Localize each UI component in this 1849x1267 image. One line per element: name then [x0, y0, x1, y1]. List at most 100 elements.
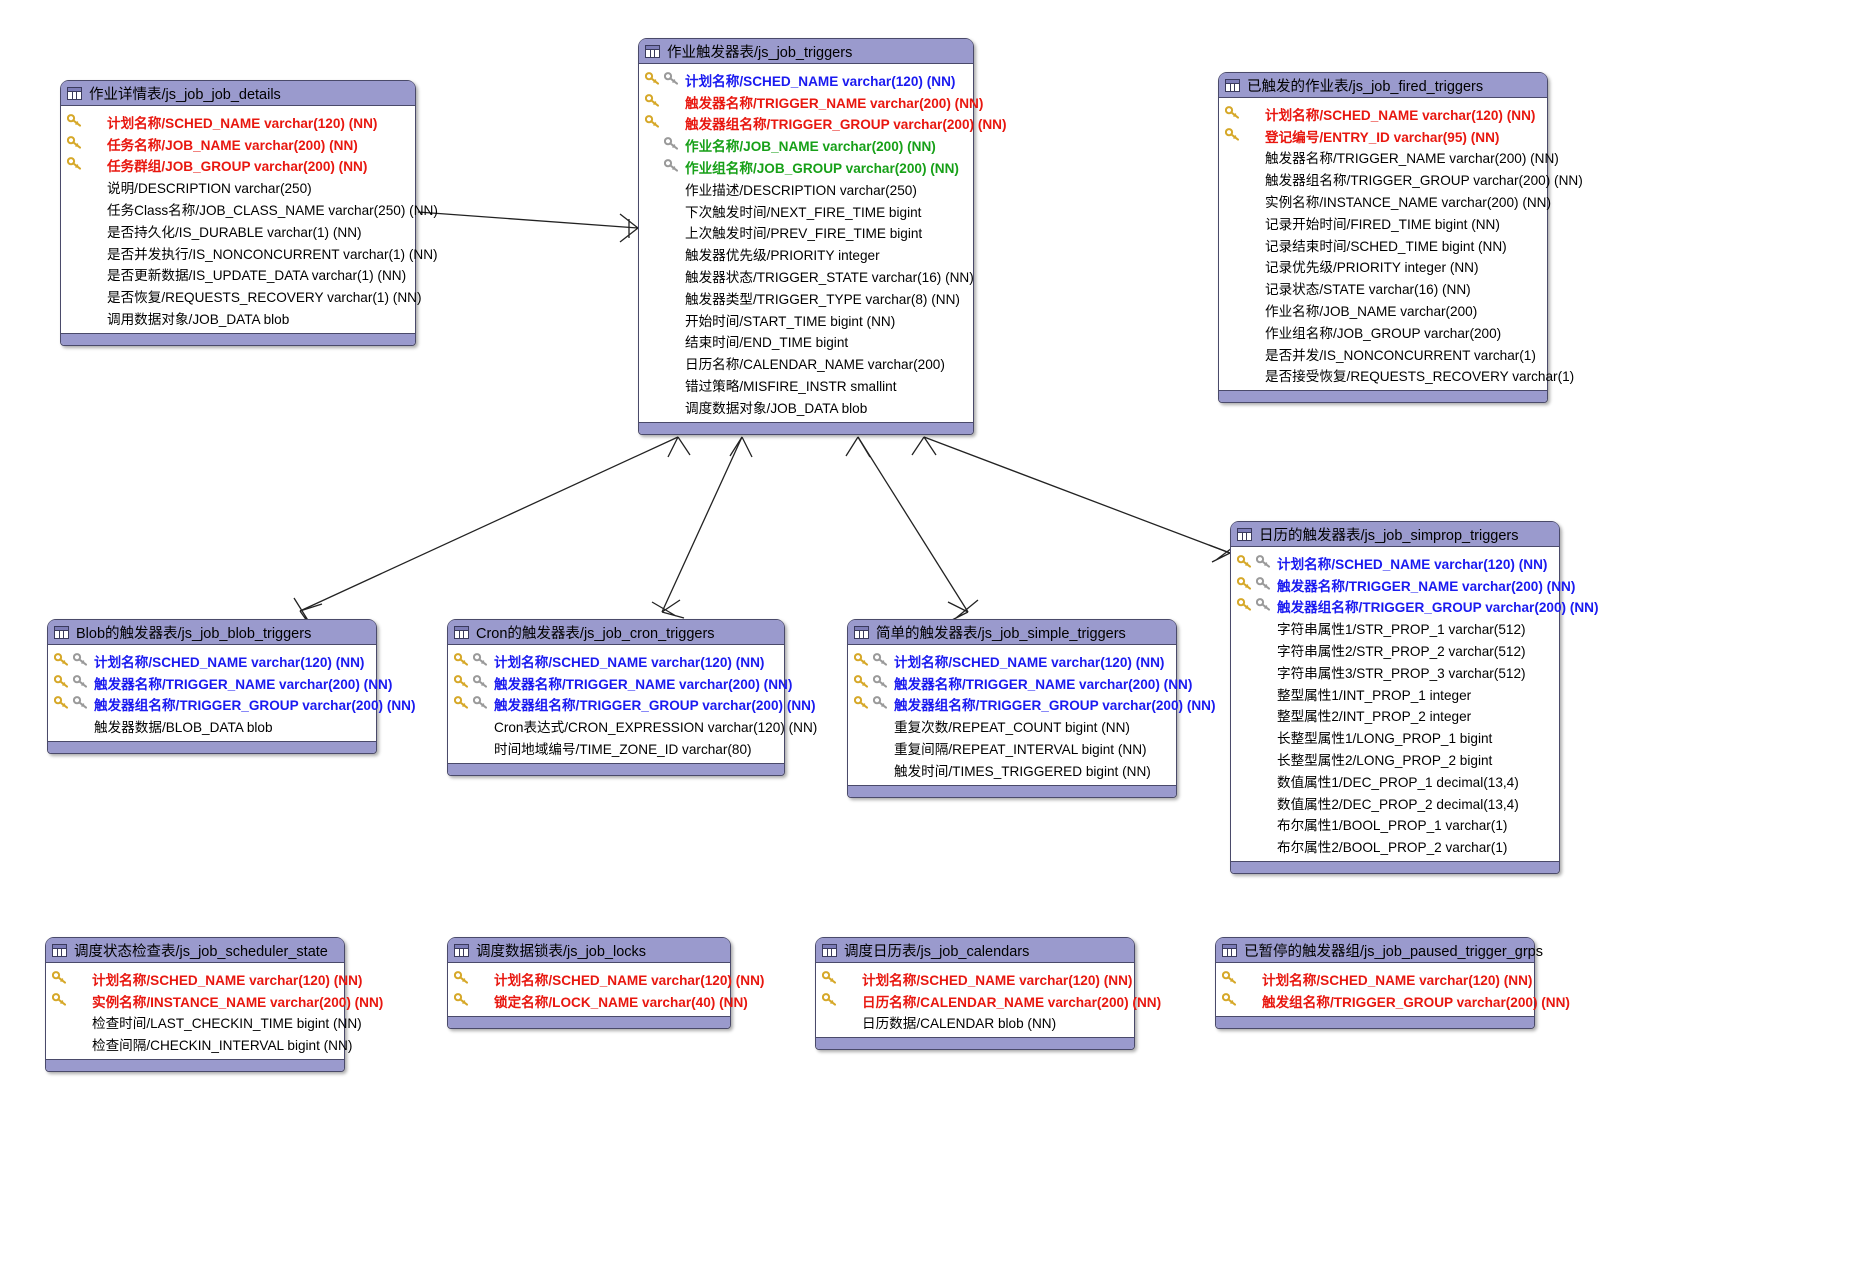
field-row[interactable]: 计划名称/SCHED_NAME varchar(120) (NN) — [448, 650, 784, 672]
field-row[interactable]: 调用数据对象/JOB_DATA blob — [61, 307, 415, 329]
field-row[interactable]: 上次触发时间/PREV_FIRE_TIME bigint — [639, 222, 973, 244]
field-row[interactable]: 日历数据/CALENDAR blob (NN) — [816, 1012, 1134, 1034]
entity-table-calendars[interactable]: 调度日历表/js_job_calendars 计划名称/SCHED_NAME va… — [815, 937, 1161, 1051]
field-row[interactable]: 作业组名称/JOB_GROUP varchar(200) (NN) — [639, 156, 973, 178]
field-row[interactable]: 计划名称/SCHED_NAME varchar(120) (NN) — [46, 968, 362, 990]
entity-table-fired_triggers[interactable]: 已触发的作业表/js_job_fired_triggers 计划名称/SCHED_… — [1218, 72, 1583, 404]
field-row[interactable]: 是否更新数据/IS_UPDATE_DATA varchar(1) (NN) — [61, 264, 415, 286]
field-row[interactable]: 登记编号/ENTRY_ID varchar(95) (NN) — [1219, 125, 1547, 147]
field-row[interactable]: 作业名称/JOB_NAME varchar(200) (NN) — [639, 134, 973, 156]
field-row[interactable]: 是否并发/IS_NONCONCURRENT varchar(1) — [1219, 343, 1547, 365]
table-header-locks[interactable]: 调度数据锁表/js_job_locks — [448, 938, 730, 963]
field-row[interactable]: 调度数据对象/JOB_DATA blob — [639, 396, 973, 418]
field-row[interactable]: 日历名称/CALENDAR_NAME varchar(200) — [639, 352, 973, 374]
table-header-job_details[interactable]: 作业详情表/js_job_job_details — [61, 81, 415, 106]
table-header-fired_triggers[interactable]: 已触发的作业表/js_job_fired_triggers — [1219, 73, 1547, 98]
field-row[interactable]: 计划名称/SCHED_NAME varchar(120) (NN) — [48, 650, 376, 672]
field-row[interactable]: 触发器名称/TRIGGER_NAME varchar(200) (NN) — [448, 672, 792, 694]
field-row[interactable]: 数值属性2/DEC_PROP_2 decimal(13,4) — [1231, 792, 1559, 814]
field-row[interactable]: 触发器类型/TRIGGER_TYPE varchar(8) (NN) — [639, 287, 973, 309]
table-header-cron_triggers[interactable]: Cron的触发器表/js_job_cron_triggers — [448, 620, 784, 645]
field-row[interactable]: 计划名称/SCHED_NAME varchar(120) (NN) — [1219, 103, 1547, 125]
entity-table-locks[interactable]: 调度数据锁表/js_job_locks 计划名称/SCHED_NAME varch… — [447, 937, 764, 1029]
field-row[interactable]: 作业描述/DESCRIPTION varchar(250) — [639, 178, 973, 200]
field-row[interactable]: 记录开始时间/FIRED_TIME bigint (NN) — [1219, 212, 1547, 234]
field-row[interactable]: 记录结束时间/SCHED_TIME bigint (NN) — [1219, 234, 1547, 256]
field-row[interactable]: 触发器名称/TRIGGER_NAME varchar(200) (NN) — [48, 672, 392, 694]
field-row[interactable]: 触发时间/TIMES_TRIGGERED bigint (NN) — [848, 759, 1176, 781]
entity-table-job_triggers[interactable]: 作业触发器表/js_job_triggers 计划名称/SCHED_NAME va… — [638, 38, 1007, 435]
entity-table-blob_triggers[interactable]: Blob的触发器表/js_job_blob_triggers 计划名称/SCHED… — [47, 619, 416, 755]
field-row[interactable]: 记录状态/STATE varchar(16) (NN) — [1219, 277, 1547, 299]
field-row[interactable]: 任务名称/JOB_NAME varchar(200) (NN) — [61, 133, 415, 155]
entity-table-scheduler_state[interactable]: 调度状态检查表/js_job_scheduler_state 计划名称/SCHED… — [45, 937, 383, 1073]
field-row[interactable]: 错过策略/MISFIRE_INSTR smallint — [639, 374, 973, 396]
field-row[interactable]: 整型属性2/INT_PROP_2 integer — [1231, 705, 1559, 727]
field-row[interactable]: 说明/DESCRIPTION varchar(250) — [61, 176, 415, 198]
field-row[interactable]: 开始时间/START_TIME bigint (NN) — [639, 309, 973, 331]
field-row[interactable]: 触发器数据/BLOB_DATA blob — [48, 715, 376, 737]
field-row[interactable]: 计划名称/SCHED_NAME varchar(120) (NN) — [639, 69, 973, 91]
field-row[interactable]: 长整型属性2/LONG_PROP_2 bigint — [1231, 748, 1559, 770]
field-row[interactable]: 触发器组名称/TRIGGER_GROUP varchar(200) (NN) — [448, 694, 816, 716]
table-header-simple_triggers[interactable]: 简单的触发器表/js_job_simple_triggers — [848, 620, 1176, 645]
field-row[interactable]: 任务群组/JOB_GROUP varchar(200) (NN) — [61, 155, 415, 177]
field-row[interactable]: 实例名称/INSTANCE_NAME varchar(200) (NN) — [46, 990, 383, 1012]
field-row[interactable]: 实例名称/INSTANCE_NAME varchar(200) (NN) — [1219, 190, 1551, 212]
field-row[interactable]: 计划名称/SCHED_NAME varchar(120) (NN) — [1231, 552, 1559, 574]
table-header-calendars[interactable]: 调度日历表/js_job_calendars — [816, 938, 1134, 963]
field-row[interactable]: 任务Class名称/JOB_CLASS_NAME varchar(250) (N… — [61, 198, 438, 220]
field-row[interactable]: 是否接受恢复/REQUESTS_RECOVERY varchar(1) — [1219, 365, 1574, 387]
field-row[interactable]: 时间地域编号/TIME_ZONE_ID varchar(80) — [448, 737, 784, 759]
field-row[interactable]: 重复间隔/REPEAT_INTERVAL bigint (NN) — [848, 737, 1176, 759]
field-row[interactable]: 计划名称/SCHED_NAME varchar(120) (NN) — [816, 968, 1134, 990]
field-row[interactable]: 计划名称/SCHED_NAME varchar(120) (NN) — [1216, 968, 1534, 990]
field-row[interactable]: 记录优先级/PRIORITY integer (NN) — [1219, 256, 1547, 278]
field-row[interactable]: 触发器状态/TRIGGER_STATE varchar(16) (NN) — [639, 265, 974, 287]
field-row[interactable]: 整型属性1/INT_PROP_1 integer — [1231, 683, 1559, 705]
field-row[interactable]: 日历名称/CALENDAR_NAME varchar(200) (NN) — [816, 990, 1161, 1012]
table-header-scheduler_state[interactable]: 调度状态检查表/js_job_scheduler_state — [46, 938, 344, 963]
field-row[interactable]: 长整型属性1/LONG_PROP_1 bigint — [1231, 726, 1559, 748]
field-row[interactable]: 触发器名称/TRIGGER_NAME varchar(200) (NN) — [848, 672, 1192, 694]
field-row[interactable]: 是否恢复/REQUESTS_RECOVERY varchar(1) (NN) — [61, 285, 421, 307]
entity-table-simprop_triggers[interactable]: 日历的触发器表/js_job_simprop_triggers 计划名称/SCHE… — [1230, 521, 1599, 875]
field-row[interactable]: 触发组名称/TRIGGER_GROUP varchar(200) (NN) — [1216, 990, 1570, 1012]
field-row[interactable]: 锁定名称/LOCK_NAME varchar(40) (NN) — [448, 990, 748, 1012]
field-row[interactable]: 触发器名称/TRIGGER_NAME varchar(200) (NN) — [1231, 574, 1575, 596]
field-row[interactable]: 触发器组名称/TRIGGER_GROUP varchar(200) (NN) — [1231, 596, 1599, 618]
field-row[interactable]: 触发器组名称/TRIGGER_GROUP varchar(200) (NN) — [48, 694, 416, 716]
field-row[interactable]: 触发器组名称/TRIGGER_GROUP varchar(200) (NN) — [848, 694, 1216, 716]
field-row[interactable]: 是否持久化/IS_DURABLE varchar(1) (NN) — [61, 220, 415, 242]
field-row[interactable]: 布尔属性1/BOOL_PROP_1 varchar(1) — [1231, 814, 1559, 836]
field-row[interactable]: 计划名称/SCHED_NAME varchar(120) (NN) — [61, 111, 415, 133]
field-row[interactable]: 重复次数/REPEAT_COUNT bigint (NN) — [848, 715, 1176, 737]
table-header-job_triggers[interactable]: 作业触发器表/js_job_triggers — [639, 39, 973, 64]
field-row[interactable]: 检查间隔/CHECKIN_INTERVAL bigint (NN) — [46, 1033, 352, 1055]
table-header-blob_triggers[interactable]: Blob的触发器表/js_job_blob_triggers — [48, 620, 376, 645]
field-row[interactable]: 触发器名称/TRIGGER_NAME varchar(200) (NN) — [639, 91, 983, 113]
field-row[interactable]: 检查时间/LAST_CHECKIN_TIME bigint (NN) — [46, 1012, 362, 1034]
field-row[interactable]: 计划名称/SCHED_NAME varchar(120) (NN) — [448, 968, 764, 990]
field-row[interactable]: 触发器组名称/TRIGGER_GROUP varchar(200) (NN) — [639, 113, 1007, 135]
field-row[interactable]: 下次触发时间/NEXT_FIRE_TIME bigint — [639, 200, 973, 222]
table-header-paused_trigger_grps[interactable]: 已暂停的触发器组/js_job_paused_trigger_grps — [1216, 938, 1543, 963]
entity-table-paused_trigger_grps[interactable]: 已暂停的触发器组/js_job_paused_trigger_grps 计划名称/… — [1215, 937, 1570, 1029]
field-row[interactable]: Cron表达式/CRON_EXPRESSION varchar(120) (NN… — [448, 715, 817, 737]
field-row[interactable]: 计划名称/SCHED_NAME varchar(120) (NN) — [848, 650, 1176, 672]
field-row[interactable]: 字符串属性1/STR_PROP_1 varchar(512) — [1231, 617, 1559, 639]
field-row[interactable]: 触发器组名称/TRIGGER_GROUP varchar(200) (NN) — [1219, 168, 1583, 190]
field-row[interactable]: 数值属性1/DEC_PROP_1 decimal(13,4) — [1231, 770, 1559, 792]
field-row[interactable]: 触发器优先级/PRIORITY integer — [639, 243, 973, 265]
field-row[interactable]: 作业组名称/JOB_GROUP varchar(200) — [1219, 321, 1547, 343]
field-row[interactable]: 结束时间/END_TIME bigint — [639, 331, 973, 353]
table-header-simprop_triggers[interactable]: 日历的触发器表/js_job_simprop_triggers — [1231, 522, 1559, 547]
field-row[interactable]: 是否并发执行/IS_NONCONCURRENT varchar(1) (NN) — [61, 242, 438, 264]
entity-table-job_details[interactable]: 作业详情表/js_job_job_details 计划名称/SCHED_NAME … — [60, 80, 438, 346]
field-row[interactable]: 触发器名称/TRIGGER_NAME varchar(200) (NN) — [1219, 147, 1559, 169]
field-row[interactable]: 作业名称/JOB_NAME varchar(200) — [1219, 299, 1547, 321]
field-row[interactable]: 布尔属性2/BOOL_PROP_2 varchar(1) — [1231, 835, 1559, 857]
entity-table-simple_triggers[interactable]: 简单的触发器表/js_job_simple_triggers 计划名称/SCHED… — [847, 619, 1216, 798]
entity-table-cron_triggers[interactable]: Cron的触发器表/js_job_cron_triggers 计划名称/SCHED… — [447, 619, 817, 776]
field-row[interactable]: 字符串属性2/STR_PROP_2 varchar(512) — [1231, 639, 1559, 661]
